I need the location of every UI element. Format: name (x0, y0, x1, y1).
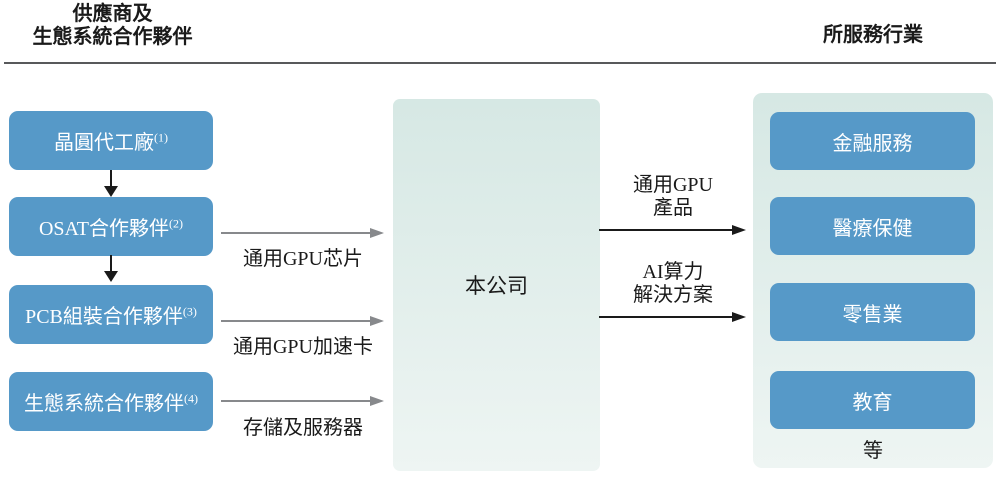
footnote-marker-4: (4) (184, 391, 198, 406)
output-label-line1: AI算力 (642, 261, 704, 283)
output-flow-label-ai-solutions: AI算力 解決方案 (599, 261, 747, 307)
supplier-box-pcb-assembly-partners: PCB組裝合作夥伴(3) (9, 285, 213, 344)
industries-panel: 金融服務 醫療保健 零售業 教育 等 (753, 93, 993, 468)
supplier-label-text: 生態系統合作夥伴 (24, 393, 184, 415)
right-arrow-icon-gpu-products (599, 225, 746, 235)
industries-etc-label: 等 (863, 440, 883, 462)
down-arrow-icon (104, 170, 118, 197)
supply-flow-label-gpu-accelerator-cards: 通用GPU加速卡 (232, 336, 373, 358)
company-label: 本公司 (465, 274, 528, 298)
output-label-line2: 解決方案 (633, 284, 713, 306)
footnote-marker-2: (2) (169, 216, 183, 231)
industry-box-healthcare: 醫療保健 (770, 197, 975, 255)
supplier-box-wafer-foundry: 晶圓代工廠(1) (9, 111, 213, 170)
supplier-label-text: PCB組裝合作夥伴 (25, 306, 183, 328)
suppliers-header-line2: 生態系統合作夥伴 (32, 26, 193, 48)
suppliers-column-header: 供應商及 生態系統合作夥伴 (10, 3, 215, 49)
industry-box-retail: 零售業 (770, 283, 975, 341)
industry-box-education: 教育 (770, 371, 975, 429)
right-arrow-icon-gpu-chips (221, 228, 384, 238)
supply-flow-label-storage-servers: 存儲及服務器 (243, 417, 363, 439)
supplier-box-label: PCB組裝合作夥伴(3) (25, 300, 197, 329)
header-divider-line (4, 62, 996, 64)
supplier-box-osat-partners: OSAT合作夥伴(2) (9, 197, 213, 256)
supplier-label-text: OSAT合作夥伴 (38, 218, 169, 240)
down-arrow-icon (104, 255, 118, 282)
footnote-marker-3: (3) (182, 304, 197, 319)
supplier-box-label: 晶圓代工廠(1) (54, 126, 168, 155)
output-flow-label-gpu-products: 通用GPU 產品 (599, 174, 747, 220)
footnote-marker-1: (1) (154, 130, 168, 145)
output-label-line1: 通用GPU (632, 174, 713, 196)
supply-flow-label-gpu-chips: 通用GPU芯片 (242, 248, 363, 270)
supplier-box-label: 生態系統合作夥伴(4) (24, 387, 198, 416)
output-label-line2: 產品 (653, 197, 693, 219)
supplier-box-ecosystem-partners: 生態系統合作夥伴(4) (9, 372, 213, 431)
company-box: 本公司 (393, 99, 600, 471)
right-arrow-icon-storage-servers (221, 396, 384, 406)
supplier-label-text: 晶圓代工廠 (54, 132, 154, 154)
suppliers-header-line1: 供應商及 (72, 3, 153, 25)
right-arrow-icon-ai-solutions (599, 312, 746, 322)
right-arrow-icon-gpu-cards (221, 316, 384, 326)
industry-box-financial-services: 金融服務 (770, 112, 975, 170)
industries-column-header: 所服務行業 (823, 24, 923, 46)
supplier-box-label: OSAT合作夥伴(2) (39, 212, 183, 241)
